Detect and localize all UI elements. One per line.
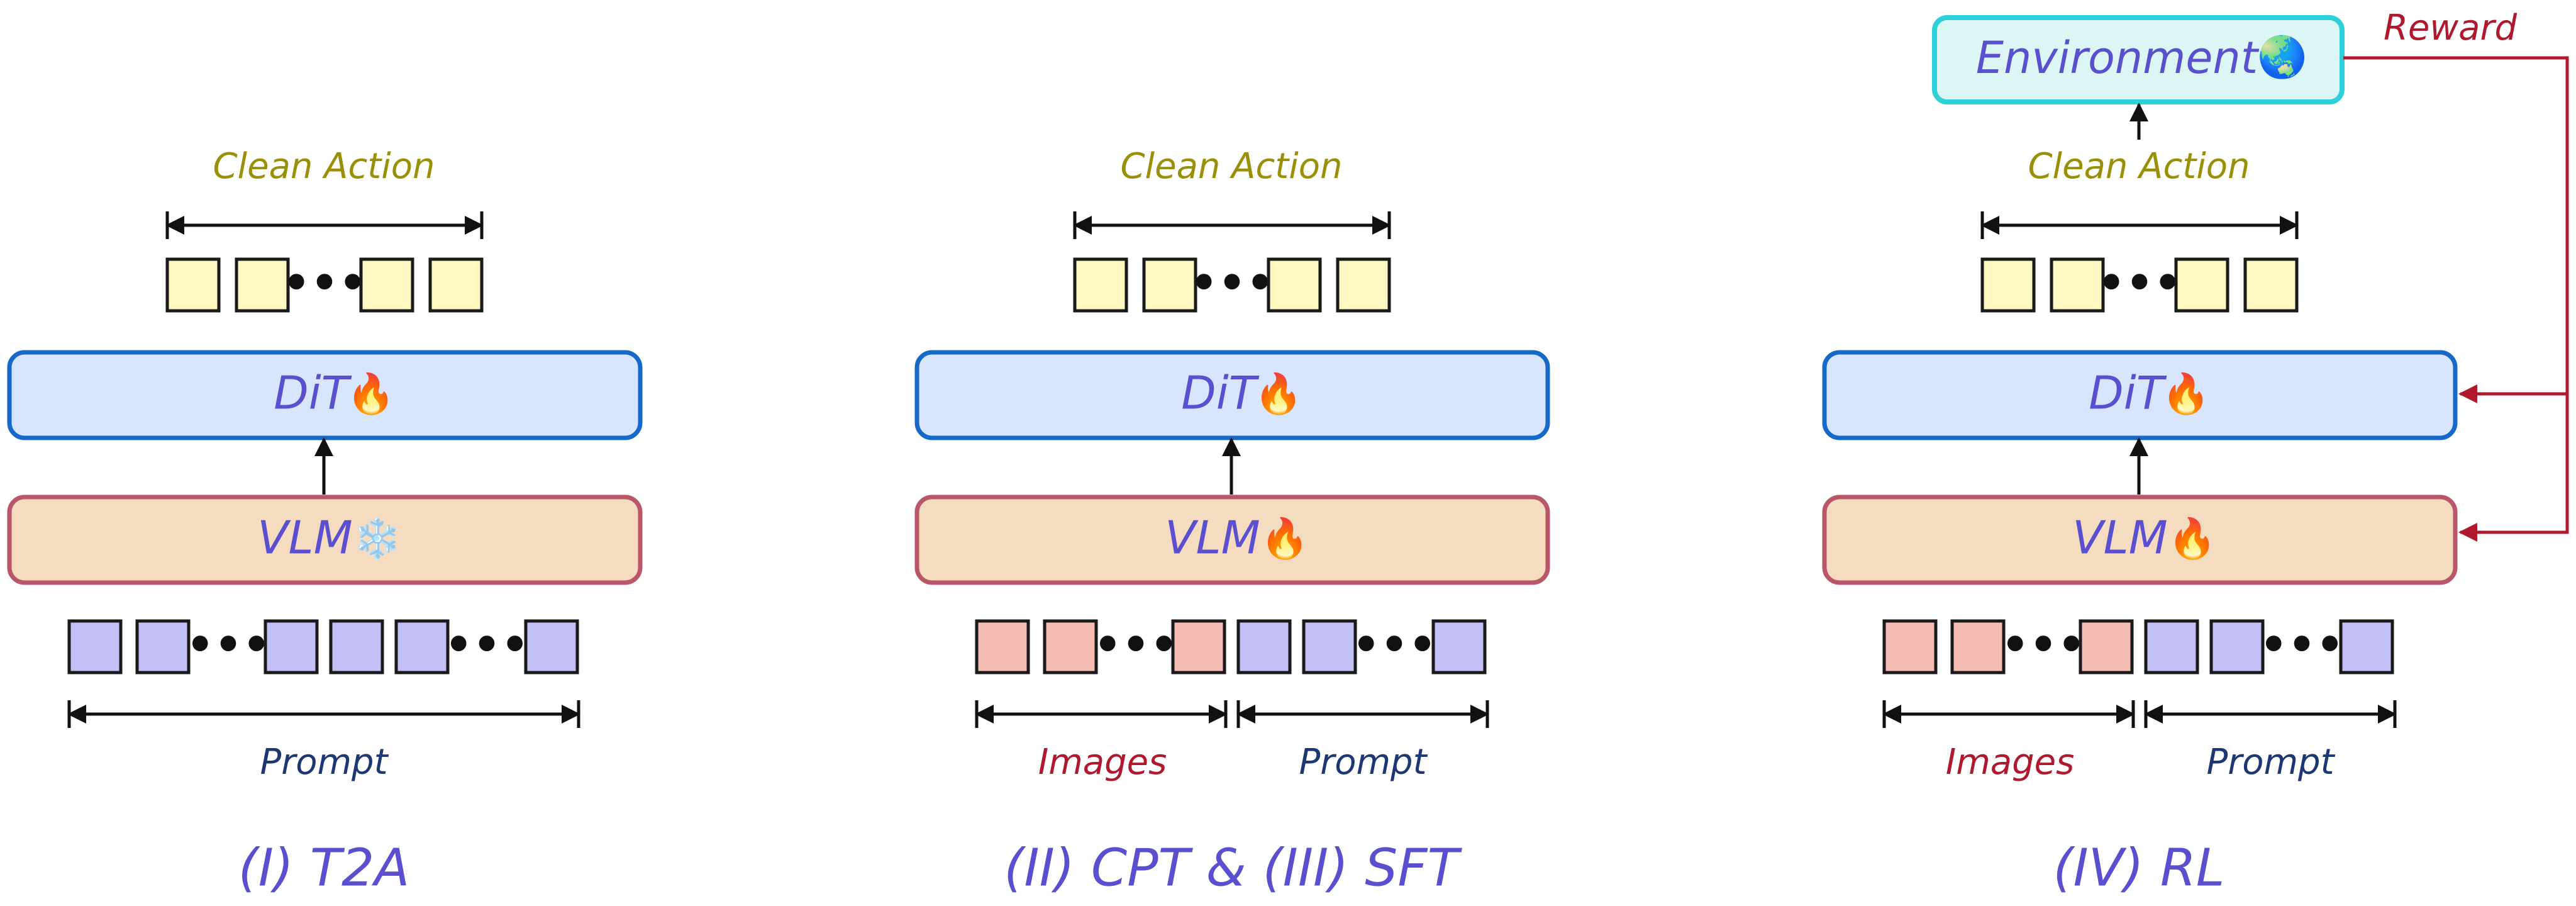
prompt-token	[2339, 619, 2394, 674]
image-token	[1882, 619, 1938, 674]
fire-icon: 🔥	[347, 371, 395, 417]
snowflake-icon: ❄️	[353, 515, 401, 561]
action-token	[2050, 257, 2105, 313]
ellipsis-dots: •••	[282, 257, 367, 309]
panel-caption: (I) T2A	[238, 838, 410, 898]
prompt-token	[2209, 619, 2265, 674]
prompt-token	[524, 619, 579, 674]
action-tokens: •••	[1073, 257, 1391, 313]
action-token	[1980, 257, 2036, 313]
action-token	[1267, 257, 1322, 313]
action-token	[165, 257, 221, 313]
images-label: Images	[1946, 742, 2075, 783]
dit-label: DiT	[2089, 367, 2167, 420]
clean-action-label: Clean Action	[213, 146, 435, 187]
clean-action-label: Clean Action	[1120, 146, 1342, 187]
reward-path-to-vlm	[2343, 56, 2569, 542]
prompt-token	[394, 619, 450, 674]
globe-icon: 🌏	[2257, 35, 2307, 81]
vlm-label: VLM	[2072, 512, 2168, 564]
environment-label: Environment	[1976, 32, 2260, 84]
panel-caption: (IV) RL	[2053, 838, 2225, 898]
ellipsis-dots: •••	[445, 619, 529, 671]
ellipsis-dots: •••	[1094, 619, 1178, 671]
image-token	[1950, 619, 2006, 674]
prompt-label: Prompt	[1299, 742, 1428, 783]
image-token	[1171, 619, 1226, 674]
prompt-token	[1236, 619, 1292, 674]
prompt-label: Prompt	[2206, 742, 2335, 783]
dit-label: DiT	[274, 367, 352, 420]
action-token	[1142, 257, 1197, 313]
reward-label: Reward	[2384, 8, 2518, 48]
action-token	[2243, 257, 2299, 313]
image-token	[2079, 619, 2134, 674]
ellipsis-dots: •••	[186, 619, 270, 671]
panel-caption: (II) CPT & (III) SFT	[1004, 838, 1462, 898]
vlm-block	[1822, 495, 2458, 585]
panel-1: Clean Action ••• DiT🔥 VLM❄️ ••• ••• Prompt (I) …	[7, 146, 643, 898]
vlm-block	[7, 495, 643, 585]
action-tokens: •••	[165, 257, 484, 313]
clean-action-label: Clean Action	[2028, 146, 2250, 187]
action-token	[1336, 257, 1391, 313]
ellipsis-dots: •••	[2097, 257, 2182, 309]
ellipsis-dots: •••	[2001, 619, 2085, 671]
prompt-token	[1431, 619, 1487, 674]
ellipsis-dots: •••	[1352, 619, 1436, 671]
vlm-label: VLM	[257, 512, 353, 564]
image-token	[1043, 619, 1098, 674]
prompt-token	[2144, 619, 2199, 674]
action-token	[2174, 257, 2229, 313]
ellipsis-dots: •••	[1190, 257, 1274, 309]
dit-label: DiT	[1181, 367, 1259, 420]
images-label: Images	[1038, 742, 1167, 783]
fire-icon: 🔥	[1254, 371, 1302, 417]
prompt-token	[264, 619, 319, 674]
fire-icon: 🔥	[1260, 515, 1309, 561]
prompt-token	[135, 619, 191, 674]
input-tokens: ••• •••	[975, 619, 1487, 674]
vlm-label: VLM	[1165, 512, 1260, 564]
prompt-token	[1302, 619, 1357, 674]
prompt-label: Prompt	[260, 742, 389, 783]
action-token	[235, 257, 290, 313]
vlm-block	[914, 495, 1550, 585]
environment-block	[1932, 15, 2345, 104]
action-token	[359, 257, 414, 313]
input-tokens: ••• •••	[1882, 619, 2394, 674]
ellipsis-dots: •••	[2260, 619, 2344, 671]
action-tokens: •••	[1980, 257, 2299, 313]
prompt-token	[329, 619, 384, 674]
fire-icon: 🔥	[2168, 515, 2216, 561]
action-token	[428, 257, 484, 313]
fire-icon: 🔥	[2162, 371, 2210, 417]
prompt-token	[67, 619, 123, 674]
action-token	[1073, 257, 1128, 313]
image-token	[975, 619, 1030, 674]
input-tokens: ••• •••	[67, 619, 579, 674]
